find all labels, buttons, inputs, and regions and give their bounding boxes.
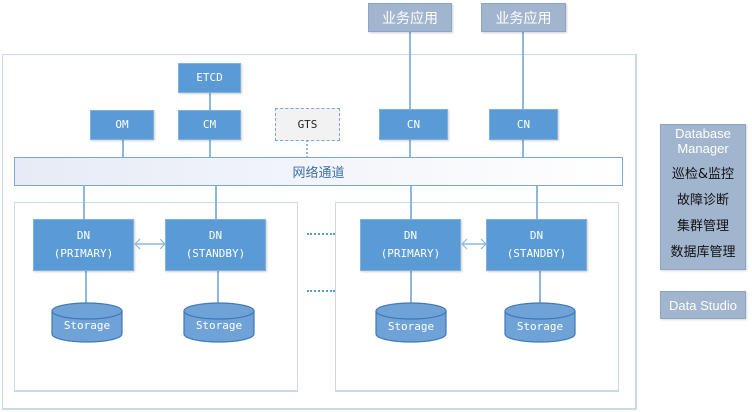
connector-network-dn1s [215, 186, 217, 219]
storage-2-standby[interactable]: Storage [504, 302, 576, 344]
gts-label: GTS [297, 118, 318, 131]
dn-standby-2[interactable]: DN (STANDBY) [486, 219, 587, 271]
network-channel: 网络通道 [14, 157, 623, 186]
etcd-node[interactable]: ETCD [178, 63, 241, 93]
cn-2-label: CN [516, 117, 531, 131]
connector-app1-cn1 [409, 31, 411, 110]
connector-gts-network [306, 140, 308, 158]
connector-cn2-network [522, 140, 524, 158]
connector-cn1-network [409, 140, 411, 158]
gts-node[interactable]: GTS [275, 108, 340, 141]
storage-2-primary[interactable]: Storage [375, 302, 447, 344]
system-boundary [2, 54, 637, 410]
database-cylinder-icon [375, 302, 447, 343]
tool-item-database-management: 数据库管理 [670, 245, 736, 260]
business-app-1-label: 业务应用 [382, 10, 438, 27]
storage-1-standby-label: Storage [195, 319, 243, 332]
replication-arrow-1 [134, 238, 166, 250]
database-manager-title: Database Manager [675, 126, 731, 156]
om-node[interactable]: OM [90, 110, 154, 140]
connector-om-network [122, 140, 124, 158]
data-studio-label: Data Studio [669, 297, 737, 313]
database-cylinder-icon [504, 302, 576, 343]
storage-1-primary-label: Storage [63, 319, 111, 332]
etcd-label: ETCD [196, 71, 223, 84]
dn-standby-2-label: DN (STANDBY) [506, 229, 567, 260]
tool-item-inspection-monitoring: 巡检&监控 [671, 167, 735, 182]
connector-network-dn2s [536, 186, 538, 219]
cn-node-1[interactable]: CN [379, 109, 448, 140]
data-studio-button[interactable]: Data Studio [660, 291, 746, 319]
storage-2-primary-label: Storage [387, 320, 435, 333]
dn-standby-1-label: DN (STANDBY) [185, 229, 246, 260]
connector-dn2p-storage [410, 270, 412, 306]
connector-cm-network [209, 140, 211, 158]
network-channel-label: 网络通道 [292, 166, 345, 181]
more-clusters-ellipsis-2 [307, 290, 335, 292]
business-app-1[interactable]: 业务应用 [368, 3, 452, 32]
more-clusters-ellipsis-1 [307, 233, 335, 235]
connector-network-dn2p [410, 186, 412, 219]
tool-item-fault-diagnosis: 故障诊断 [676, 193, 729, 208]
dn-primary-2-label: DN (PRIMARY) [380, 229, 441, 260]
dn-cluster-1 [14, 202, 298, 392]
connector-dn1s-storage [217, 270, 219, 306]
connector-dn2s-storage [539, 270, 541, 306]
connector-network-dn1p [83, 186, 85, 219]
database-cylinder-icon [183, 302, 255, 343]
connector-dn1p-storage [85, 270, 87, 306]
om-label: OM [115, 118, 129, 131]
cm-node[interactable]: CM [178, 110, 241, 140]
database-cylinder-icon [51, 302, 123, 343]
dn-primary-1-label: DN (PRIMARY) [53, 229, 114, 260]
tool-item-cluster-management: 集群管理 [676, 219, 729, 234]
storage-2-standby-label: Storage [516, 320, 564, 333]
cn-1-label: CN [406, 117, 421, 131]
business-app-2-label: 业务应用 [495, 10, 552, 27]
business-app-2[interactable]: 业务应用 [481, 3, 566, 32]
connector-etcd-cm [209, 92, 211, 110]
dn-standby-1[interactable]: DN (STANDBY) [165, 219, 266, 271]
dn-primary-1[interactable]: DN (PRIMARY) [33, 219, 134, 271]
replication-arrow-2 [461, 238, 487, 250]
storage-1-standby[interactable]: Storage [183, 302, 255, 344]
database-manager-panel[interactable]: Database Manager 巡检&监控 故障诊断 集群管理 数据库管理 [660, 124, 746, 270]
connector-app2-cn2 [522, 31, 524, 110]
storage-1-primary[interactable]: Storage [51, 302, 123, 344]
cm-label: CM [202, 118, 217, 131]
cn-node-2[interactable]: CN [489, 109, 558, 140]
dn-cluster-2 [335, 202, 619, 392]
dn-primary-2[interactable]: DN (PRIMARY) [360, 219, 461, 271]
